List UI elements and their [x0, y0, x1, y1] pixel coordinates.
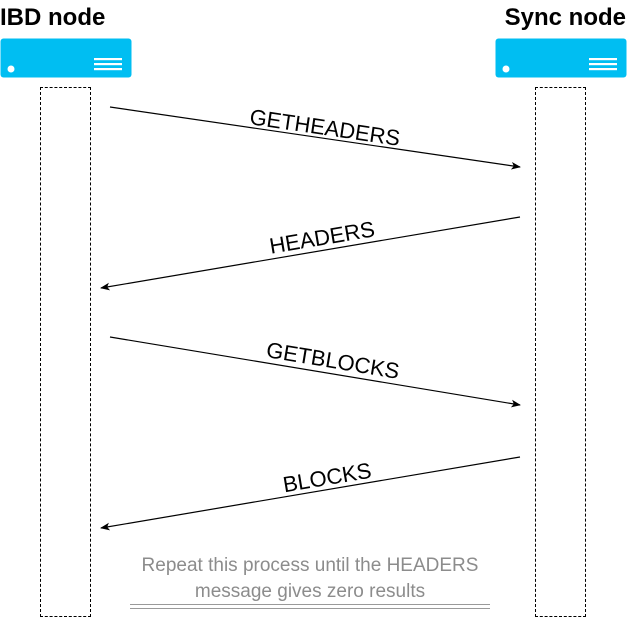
- ibd-node-title: IBD node: [0, 4, 106, 31]
- getblocks-arrow: [109, 336, 521, 408]
- getheaders-label: GETHEADERS: [248, 104, 402, 151]
- headers-label: HEADERS: [268, 216, 377, 258]
- sync-lifeline: [535, 87, 586, 617]
- headers-arrow: [100, 216, 521, 291]
- note-underline-bottom: [130, 608, 490, 609]
- repeat-note: Repeat this process until the HEADERS me…: [100, 553, 520, 605]
- sync-node-title: Sync node: [504, 4, 626, 31]
- blocks-arrow: [100, 456, 521, 531]
- getblocks-label: GETBLOCKS: [265, 337, 402, 384]
- blocks-label: BLOCKS: [281, 458, 373, 498]
- sync-server-icon: [495, 38, 627, 78]
- ibd-server-icon: [0, 38, 132, 78]
- repeat-note-line-1: Repeat this process until the HEADERS: [141, 555, 479, 576]
- ibd-lifeline: [40, 87, 91, 617]
- note-underline-top: [130, 604, 490, 605]
- repeat-note-line-2: message gives zero results: [194, 581, 426, 602]
- getheaders-arrow: [109, 106, 521, 170]
